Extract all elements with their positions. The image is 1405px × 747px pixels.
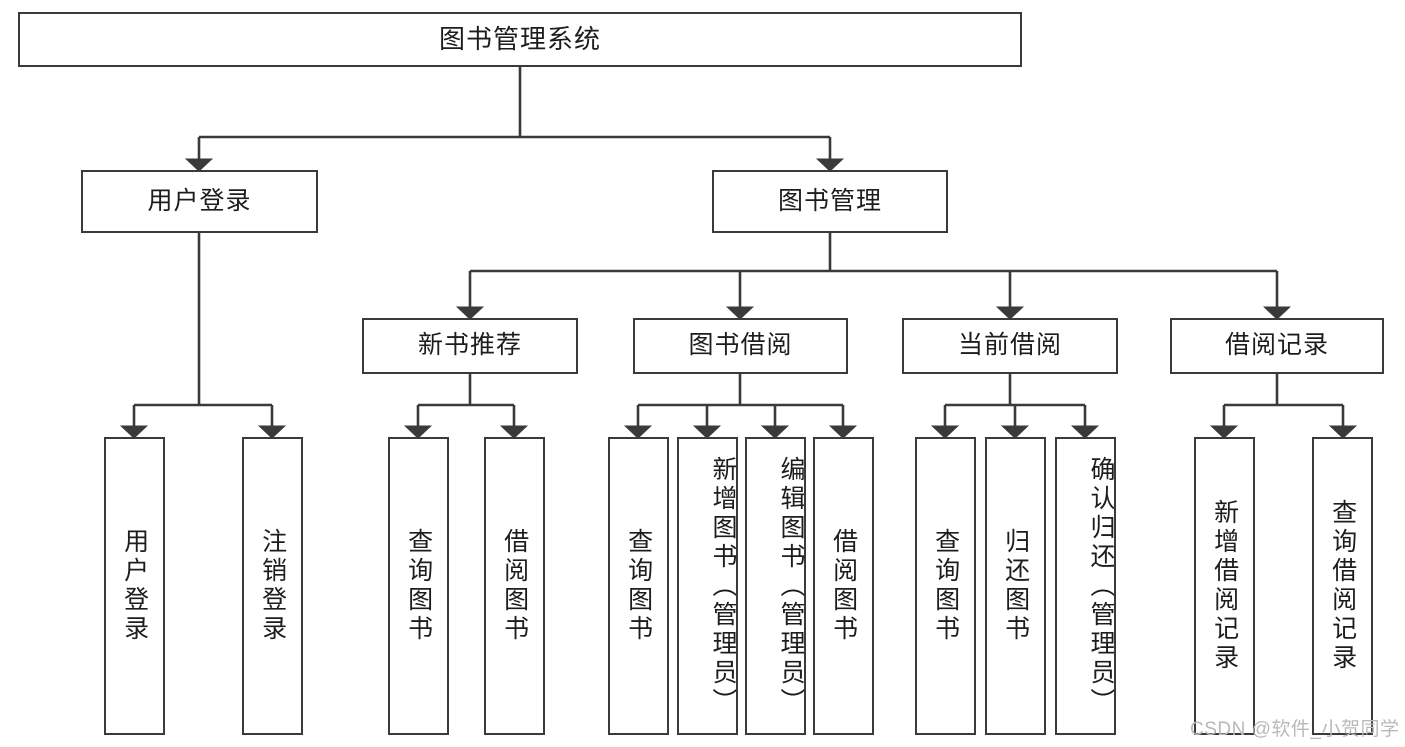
leaf-borrow-query-book[interactable]: 查询图书 — [608, 437, 669, 735]
leaf-current-confirm-return-admin[interactable]: 确认归还（管理员） — [1055, 437, 1116, 735]
node-root-book-management-system[interactable]: 图书管理系统 — [18, 12, 1022, 67]
node-borrow-record[interactable]: 借阅记录 — [1170, 318, 1384, 374]
leaf-new-book-query[interactable]: 查询图书 — [388, 437, 449, 735]
node-new-book-recommend[interactable]: 新书推荐 — [362, 318, 578, 374]
node-user-login[interactable]: 用户登录 — [81, 170, 318, 233]
leaf-borrow-add-book-admin[interactable]: 新增图书（管理员） — [677, 437, 738, 735]
leaf-record-add-record[interactable]: 新增借阅记录 — [1194, 437, 1255, 735]
leaf-borrow-edit-book-admin[interactable]: 编辑图书（管理员） — [745, 437, 806, 735]
node-book-borrow[interactable]: 图书借阅 — [633, 318, 848, 374]
leaf-new-book-borrow[interactable]: 借阅图书 — [484, 437, 545, 735]
leaf-record-query-record[interactable]: 查询借阅记录 — [1312, 437, 1373, 735]
node-book-management[interactable]: 图书管理 — [712, 170, 948, 233]
leaf-user-login-signin[interactable]: 用户登录 — [104, 437, 165, 735]
csdn-watermark: CSDN @软件_小贺同学 — [1190, 719, 1400, 740]
leaf-user-login-signout[interactable]: 注销登录 — [242, 437, 303, 735]
leaf-current-query-book[interactable]: 查询图书 — [915, 437, 976, 735]
leaf-borrow-borrow-book[interactable]: 借阅图书 — [813, 437, 874, 735]
node-current-borrow[interactable]: 当前借阅 — [902, 318, 1118, 374]
leaf-current-return-book[interactable]: 归还图书 — [985, 437, 1046, 735]
